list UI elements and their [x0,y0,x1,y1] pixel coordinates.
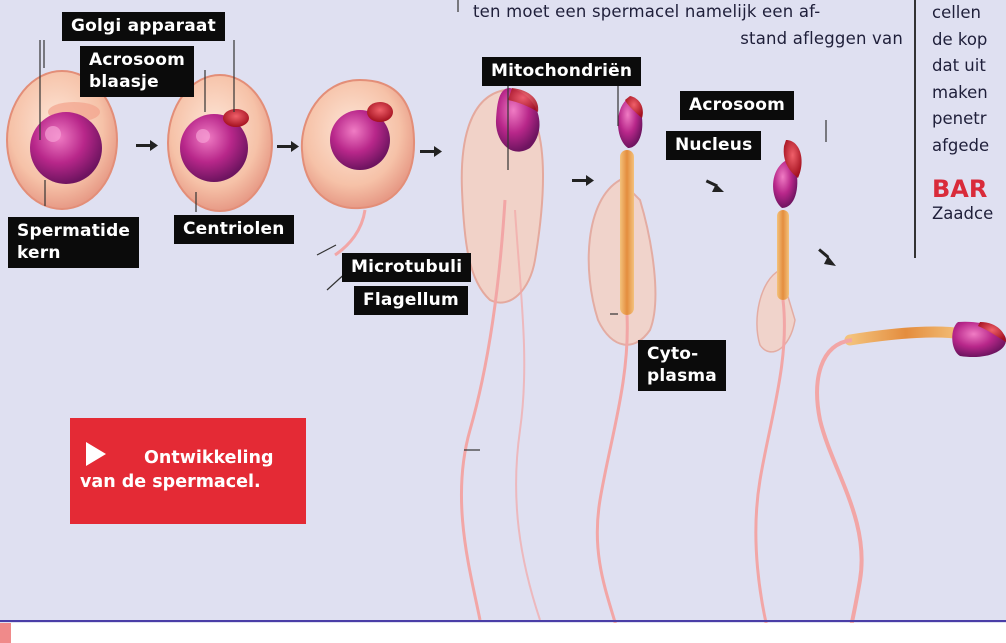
bottom-rule [0,620,1006,622]
right-column-line-4: maken [932,80,1006,107]
right-column-line-5: penetr [932,106,1006,133]
bottom-marker [0,623,11,643]
arrow-3 [420,146,442,157]
arrow-1 [136,140,158,151]
label-mitochondria: Mitochondriën [482,57,641,86]
right-column-line-6: afgede [932,133,1006,160]
right-column-line-1: cellen [932,0,1006,27]
section-subtext: Zaadce [932,204,1006,224]
arrow-2 [277,141,299,152]
caption-text: Ontwikkeling van de spermacel. [80,446,274,494]
figure-caption: Ontwikkeling van de spermacel. [70,418,306,524]
label-flagellum: Flagellum [354,286,468,315]
arrow-4 [572,175,594,186]
cell-stage-4 [461,88,543,620]
label-golgi-apparatus: Golgi apparaat [62,12,225,41]
right-column-line-3: dat uit [932,53,1006,80]
arrow-6 [818,248,836,266]
intro-text: ten moet een spermacel namelijk een af- … [473,0,913,52]
label-spermatid-nucleus: Spermatide kern [8,217,139,268]
intro-text-line-2: stand afleggen van [473,25,913,52]
right-column-line-2: de kop [932,27,1006,54]
right-column: cellen de kop dat uit maken penetr afged… [932,0,1006,224]
label-microtubules: Microtubuli [342,253,471,282]
bottom-strip [11,623,1006,643]
label-cytoplasm: Cyto- plasma [638,340,726,391]
label-centrioles: Centriolen [174,215,294,244]
intro-text-line-1: ten moet een spermacel namelijk een af- [473,0,913,25]
mature-spermatozoon [817,322,1006,643]
arrow-5 [706,180,724,192]
cell-stage-3 [302,80,414,255]
column-divider [914,0,916,258]
label-nucleus: Nucleus [666,131,761,160]
label-acrosome: Acrosoom [680,91,794,120]
cell-stage-6 [756,140,802,640]
label-acrosome-vesicle: Acrosoom blaasje [80,46,194,97]
section-heading: BAR [932,174,1006,204]
